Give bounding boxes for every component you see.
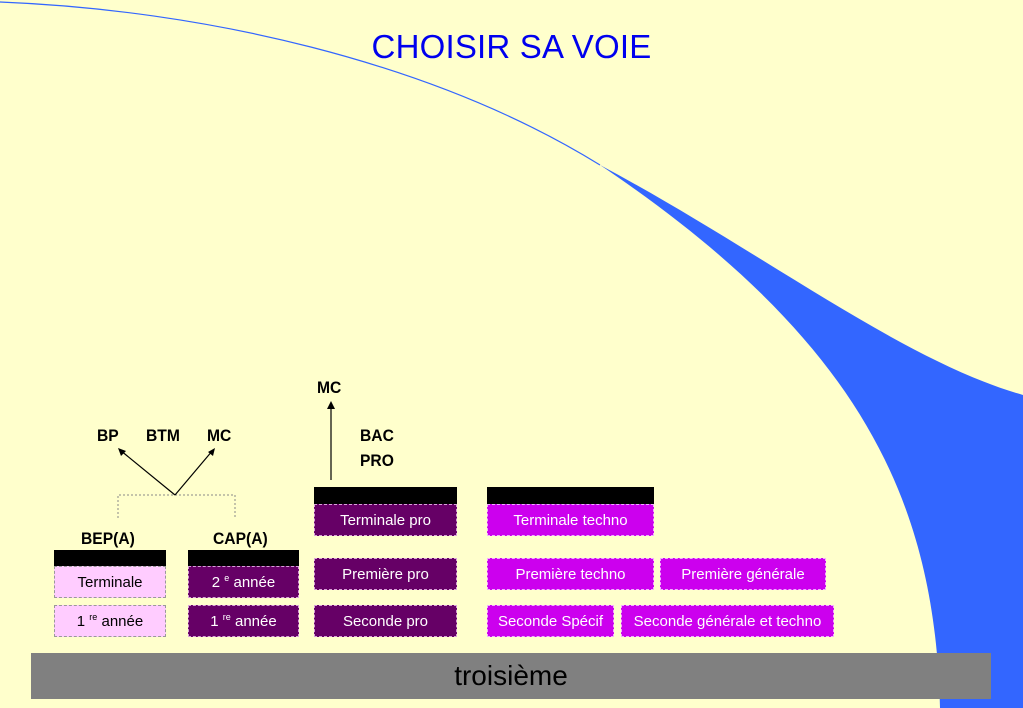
- arrow-head-mc-pro: [327, 401, 335, 409]
- seconde-pro-box: Seconde pro: [314, 605, 457, 637]
- arrow-head-mc: [208, 448, 215, 456]
- premiere-generale-box: Première générale: [660, 558, 826, 590]
- mc-pro-label: MC: [317, 378, 342, 397]
- blue-curve-line: [0, 1, 601, 166]
- bac-label-line1: BAC: [360, 426, 394, 445]
- bep-cap-connector: [117, 494, 236, 518]
- page-title: CHOISIR SA VOIE: [371, 28, 652, 65]
- cap-heading: CAP(A): [213, 529, 268, 548]
- terminale-pro-label: Terminale pro: [340, 511, 431, 529]
- premiere-pro-label: Première pro: [342, 565, 429, 583]
- cap-1re-annee-box: 1 re année: [188, 605, 299, 637]
- arrow-to-bp: [119, 449, 176, 496]
- seconde-pro-label: Seconde pro: [342, 612, 429, 630]
- bep-heading: BEP(A): [81, 529, 135, 548]
- terminale-pro-box: Terminale pro: [314, 504, 457, 536]
- cap-1re-annee-label: 1 re année: [210, 611, 277, 630]
- seconde-specif-label: Seconde Spécif: [497, 612, 604, 630]
- bep-terminale-box: Terminale: [54, 566, 166, 598]
- pro-black-bar: [314, 487, 457, 504]
- btm-label: BTM: [146, 426, 180, 445]
- cap-2e-annee-label: 2 e année: [211, 572, 276, 591]
- seconde-specif-box: Seconde Spécif: [487, 605, 614, 637]
- bep-1re-annee-label: 1 re année: [76, 611, 144, 630]
- bac-label-line2: PRO: [360, 451, 394, 470]
- premiere-generale-label: Première générale: [681, 565, 805, 583]
- bp-label: BP: [97, 426, 119, 445]
- terminale-techno-label: Terminale techno: [513, 511, 628, 529]
- premiere-techno-label: Première techno: [515, 565, 626, 583]
- cap-black-bar: [188, 550, 299, 566]
- bep-black-bar: [54, 550, 166, 566]
- seconde-generale-techno-box: Seconde générale et techno: [621, 605, 834, 637]
- arrow-head-bp: [118, 448, 126, 456]
- cap-2e-annee-box: 2 e année: [188, 566, 299, 598]
- premiere-pro-box: Première pro: [314, 558, 457, 590]
- bep-1re-annee-box: 1 re année: [54, 605, 166, 637]
- troisieme-base-bar: troisième: [31, 653, 991, 699]
- seconde-generale-techno-label: Seconde générale et techno: [633, 612, 822, 630]
- arrow-to-mc: [174, 449, 214, 496]
- terminale-techno-box: Terminale techno: [487, 504, 654, 536]
- mc-label: MC: [207, 426, 232, 445]
- techno-black-bar: [487, 487, 654, 504]
- premiere-techno-box: Première techno: [487, 558, 654, 590]
- bep-terminale-label: Terminale: [77, 573, 143, 591]
- troisieme-label: troisième: [454, 660, 568, 691]
